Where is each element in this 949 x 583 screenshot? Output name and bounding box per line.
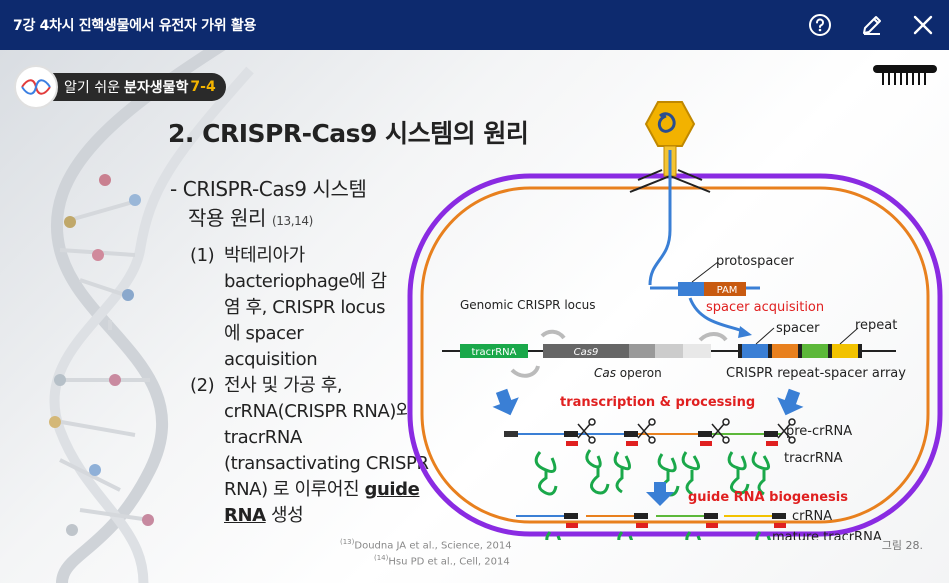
badge-text-2: 분자생물학 (123, 80, 189, 96)
crispr-diagram: PAM protospacer spacer acquisition Genom… (407, 101, 943, 540)
course-badge: 알기 쉬운 분자생물학 7-4 (14, 65, 226, 109)
repeat-spacer-array (738, 344, 862, 358)
down-arrow-icon (492, 388, 519, 416)
phage-dna (648, 150, 672, 286)
item-number: (1) (190, 245, 215, 266)
references: (13)Doudna JA et al., Science, 2014 (14)… (340, 536, 512, 569)
tracrrna-molecules (534, 449, 770, 497)
list-item: (2) 전사 및 가공 후, crRNA(CRISPR RNA)와 tracrR… (190, 373, 434, 529)
cas-operon-label: Cas operon (594, 366, 662, 380)
biogenesis-label: guide RNA biogenesis (688, 490, 848, 505)
guide-rna-term: guide RNA (224, 479, 420, 526)
slide-content: 알기 쉬운 분자생물학 7-4 2. CRISPR-Cas9 시스템의 원리 -… (0, 50, 949, 583)
bullet-items: (1) 박테리아가 bacteriophage에 감염 후, CRISPR lo… (190, 243, 434, 529)
item-text: 전사 및 가공 후, crRNA(CRISPR RNA)와 tracrRNA (… (224, 375, 429, 526)
close-button[interactable] (910, 12, 936, 38)
bullet-heading: - CRISPR-Cas9 시스템 작용 원리 (13,14) (170, 175, 367, 236)
transcription-label: transcription & processing (560, 395, 755, 410)
protospacer-block (678, 282, 704, 296)
pencil-icon (863, 16, 881, 35)
down-arrow-icon (646, 482, 674, 506)
cas9-label: Cas9 (574, 347, 599, 358)
pam-label: PAM (717, 285, 738, 296)
genomic-locus-label: Genomic CRISPR locus (460, 298, 595, 312)
tracrrna-gene (460, 344, 528, 358)
list-item: (1) 박테리아가 bacteriophage에 감염 후, CRISPR lo… (190, 243, 434, 373)
bullet-line-2: 작용 원리 (188, 206, 266, 230)
figure-label: 그림 28. (881, 539, 923, 552)
help-circle-icon (809, 14, 831, 36)
tracrrna-label: tracrRNA (784, 451, 843, 466)
bacteriophage-icon (629, 101, 711, 193)
university-logo-icon (873, 65, 937, 85)
bullet-line-1: - CRISPR-Cas9 시스템 (170, 177, 367, 201)
badge-text-1: 알기 쉬운 (64, 80, 120, 96)
mature-tracrrna-label: mature tracrRNA (772, 530, 882, 540)
down-arrow-icon (777, 388, 804, 416)
bullet-reference: (13,14) (271, 214, 313, 228)
scissors-icon (577, 418, 796, 444)
badge-chapter: 7-4 (190, 79, 216, 95)
dna-logo-icon (14, 65, 58, 109)
pam-block (704, 282, 746, 296)
dna-helix-decoration (49, 50, 254, 583)
reference-2: (14)Hsu PD et al., Cell, 2014 (374, 554, 510, 568)
help-button[interactable] (807, 12, 833, 38)
array-label: CRISPR repeat-spacer array (726, 366, 906, 381)
lecture-title: 7강 4차시 진핵생물에서 유전자 가위 활용 (13, 18, 257, 34)
cas9-gene (543, 344, 629, 358)
crrna-label: crRNA (792, 509, 832, 524)
item-number: (2) (190, 375, 215, 396)
tracrrna-gene-label: tracrRNA (471, 347, 516, 358)
cell-inner-membrane (420, 186, 930, 524)
spacer-label: spacer (776, 321, 820, 336)
guide-rna-complexes (516, 513, 786, 540)
title-bar: 7강 4차시 진핵생물에서 유전자 가위 활용 (0, 0, 949, 50)
item-text: 박테리아가 bacteriophage에 감염 후, CRISPR locus에… (224, 245, 387, 370)
close-icon (913, 15, 933, 35)
slide-title: 2. CRISPR-Cas9 시스템의 원리 (168, 119, 529, 148)
edit-button[interactable] (859, 12, 885, 38)
protospacer-label: protospacer (716, 254, 794, 269)
repeat-label: repeat (855, 318, 897, 333)
spacer-acquisition-label: spacer acquisition (706, 300, 824, 315)
pre-crrna-label: pre-crRNA (786, 424, 852, 439)
reference-1: (13)Doudna JA et al., Science, 2014 (340, 538, 512, 552)
